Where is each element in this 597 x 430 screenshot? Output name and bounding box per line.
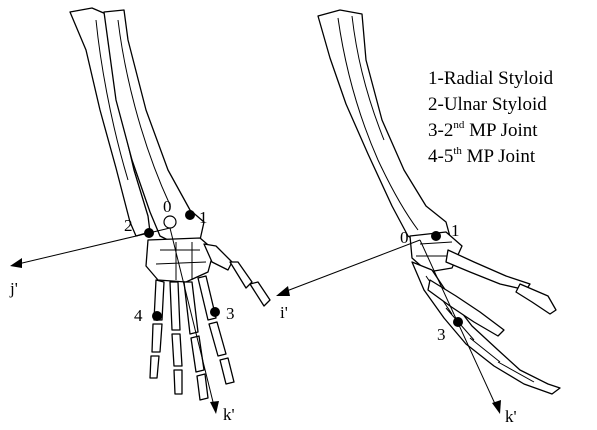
right-axis-i bbox=[284, 240, 420, 292]
left-landmark-2-label: 2 bbox=[124, 216, 133, 235]
right-landmark-3-marker bbox=[453, 317, 463, 327]
left-hand-view: 0 1 2 3 4 j' k' bbox=[9, 8, 270, 424]
left-landmark-3-marker bbox=[210, 307, 220, 317]
right-axis-i-label: i' bbox=[280, 303, 288, 322]
left-landmark-4-marker bbox=[152, 311, 162, 321]
legend-item-2: 2-Ulnar Styloid bbox=[428, 94, 547, 115]
left-axis-k-label: k' bbox=[223, 405, 235, 424]
right-landmark-1-label: 1 bbox=[451, 221, 460, 240]
right-landmark-1-marker bbox=[431, 231, 441, 241]
right-axis-k-label: k' bbox=[505, 407, 517, 426]
left-landmark-3-label: 3 bbox=[226, 304, 235, 323]
right-landmark-3-label: 3 bbox=[437, 325, 446, 344]
left-origin-label: 0 bbox=[163, 197, 172, 216]
legend-item-1: 1-Radial Styloid bbox=[428, 68, 554, 89]
legend-item-3: 3-2nd MP Joint bbox=[428, 119, 538, 141]
left-landmark-1-label: 1 bbox=[199, 208, 208, 227]
right-origin-label: 0 bbox=[400, 228, 409, 247]
left-landmark-1-marker bbox=[185, 210, 195, 220]
left-axis-j-label: j' bbox=[9, 279, 18, 298]
right-thumb bbox=[446, 250, 530, 290]
legend-item-4: 4-5th MP Joint bbox=[428, 145, 536, 167]
legend: 1-Radial Styloid 2-Ulnar Styloid 3-2nd M… bbox=[428, 68, 554, 167]
left-origin-marker bbox=[164, 216, 176, 228]
left-landmark-4-label: 4 bbox=[134, 306, 143, 325]
left-landmark-2-marker bbox=[144, 228, 154, 238]
